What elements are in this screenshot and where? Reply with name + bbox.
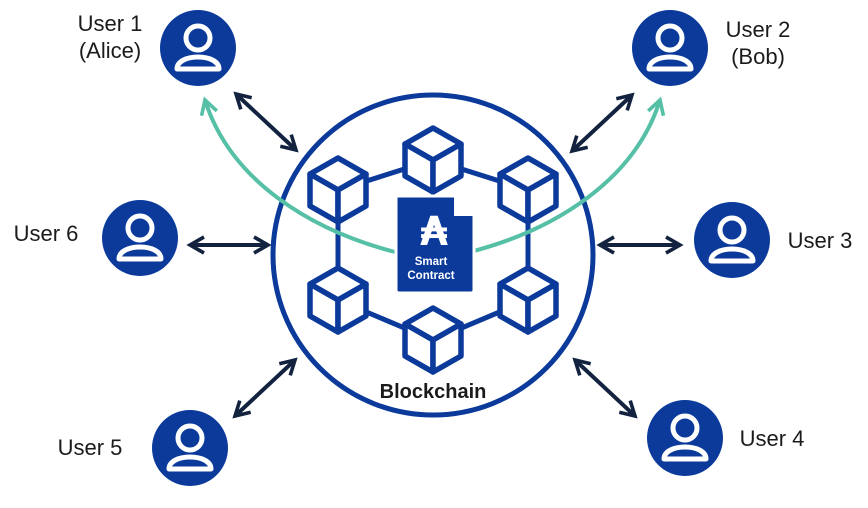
- blockchain-label: Blockchain: [379, 381, 487, 403]
- smart-contract-line1: Smart: [414, 256, 448, 268]
- cube-icon-upper-left: [310, 158, 366, 222]
- user-avatar-icon-2: [632, 10, 708, 86]
- cube-icon-bottom: [405, 308, 461, 372]
- user-5-name: User 5: [57, 435, 123, 460]
- user-1-alias: (Alice): [78, 38, 142, 63]
- user-5-label: User 5: [50, 434, 130, 461]
- user-avatar-icon-3: [694, 202, 770, 278]
- user-1-label: User 1 (Alice): [72, 10, 148, 64]
- user-3-name: User 3: [787, 228, 853, 253]
- document-ada-icon: ₳: [394, 194, 476, 295]
- user-avatar-icon-6: [102, 200, 178, 276]
- ada-symbol: ₳: [420, 209, 448, 255]
- arrow-user5: [232, 357, 298, 419]
- arrow-user2: [569, 92, 635, 154]
- cube-icon-upper-right: [500, 158, 556, 222]
- user-6-name: User 6: [13, 221, 79, 246]
- user-avatar-icon-5: [152, 410, 228, 486]
- arrow-user4: [572, 357, 638, 419]
- user-4-name: User 4: [739, 426, 805, 451]
- user-4-label: User 4: [732, 425, 812, 452]
- smart-contract-line2: Contract: [407, 270, 455, 282]
- user-1-name: User 1: [77, 11, 143, 36]
- cube-icon-lower-left: [310, 268, 366, 332]
- teal-arrow-alice: [199, 96, 396, 254]
- user-6-label: User 6: [6, 220, 86, 247]
- user-2-alias: (Bob): [731, 44, 785, 69]
- smart-contract-label: Smart Contract: [407, 255, 454, 283]
- user-2-label: User 2 (Bob): [720, 16, 796, 70]
- user-3-label: User 3: [780, 227, 860, 254]
- arrow-user1: [233, 91, 299, 153]
- user-avatar-icon-1: [160, 10, 236, 86]
- user-avatar-icon-4: [647, 400, 723, 476]
- connection-arrows: [186, 91, 684, 419]
- user-2-name: User 2: [725, 17, 791, 42]
- teal-arrow-bob: [469, 96, 666, 254]
- cube-icon-top: [405, 128, 461, 192]
- cube-icon-lower-right: [500, 268, 556, 332]
